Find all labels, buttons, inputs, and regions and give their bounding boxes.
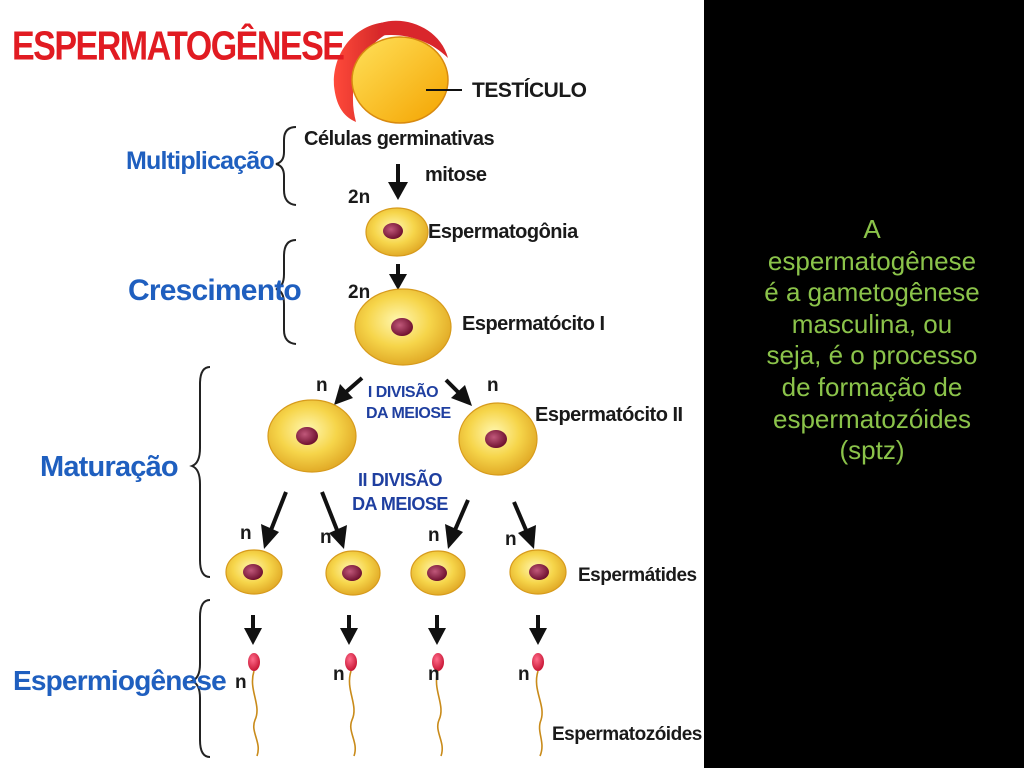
second-division-line1: II DIVISÃO (357, 470, 443, 490)
multiplication-brace (275, 126, 297, 206)
arrow-growth (389, 264, 407, 290)
first-division-line1: I DIVISÃO (367, 384, 439, 401)
primary-spermatocyte-cell (354, 288, 452, 366)
spermatozoon-1 (248, 653, 260, 757)
ploidy-spermatocyte-1: 2n (348, 282, 371, 303)
arrow-meiosis2-d (512, 501, 536, 549)
spermatogonium-label: Espermatogônia (428, 221, 578, 243)
first-division-line2: DA MEIOSE (366, 405, 451, 422)
arrow-meiosis2-b (320, 491, 347, 549)
spermatids-label: Espermátides (578, 565, 697, 586)
spermatid-cell-2 (325, 550, 381, 596)
arrow-spermiogenesis-1 (244, 615, 262, 645)
growth-brace (275, 239, 297, 345)
stage-maturation: Maturação (40, 451, 179, 483)
spermatozoon-3 (432, 653, 444, 757)
arrow-meiosis1-right (444, 378, 472, 406)
ploidy-spermatid-4: n (505, 529, 517, 550)
spermatozoon-4 (532, 653, 544, 757)
second-division-line2: DA MEIOSE (352, 494, 448, 514)
diagram-title: ESPERMATOGÊNESE (12, 23, 345, 70)
arrow-meiosis2-c (445, 499, 470, 549)
ploidy-spermatogonium: 2n (348, 187, 371, 208)
ploidy-spermatid-2: n (320, 527, 332, 548)
testis-label: TESTÍCULO (472, 79, 587, 102)
spermatid-cell-3 (410, 550, 466, 596)
ploidy-spermatozoon-3: n (428, 664, 440, 685)
primary-spermatocyte-label: Espermatócito I (462, 313, 605, 335)
secondary-spermatocyte-label: Espermatócito II (535, 404, 683, 426)
secondary-spermatocyte-cell-left (267, 399, 357, 473)
spermatozoon-2 (345, 653, 357, 757)
definition-text: A espermatogênese é a gametogênese mascu… (764, 214, 980, 466)
stage-growth: Crescimento (128, 274, 302, 307)
arrow-spermiogenesis-2 (340, 615, 358, 645)
ploidy-spermatozoon-1: n (235, 672, 247, 693)
mitosis-label: mitose (425, 164, 487, 186)
arrow-meiosis1-left (334, 376, 364, 405)
ploidy-spermatocyte-2-left: n (316, 375, 328, 396)
ploidy-spermatid-1: n (240, 523, 252, 544)
arrow-spermiogenesis-4 (529, 615, 547, 645)
diagram-graphics (189, 20, 567, 758)
spermatogenesis-diagram: ESPERMATOGÊNESE TESTÍCULO Células germin… (0, 0, 704, 768)
ploidy-spermatozoon-2: n (333, 664, 345, 685)
spermatid-cell-1 (225, 549, 283, 595)
arrow-spermiogenesis-3 (428, 615, 446, 645)
ploidy-spermatocyte-2-right: n (487, 375, 499, 396)
secondary-spermatocyte-cell-right (458, 402, 538, 476)
maturation-brace (189, 366, 211, 578)
arrows (244, 164, 547, 645)
stage-multiplication: Multiplicação (126, 147, 275, 175)
testis-icon (333, 20, 462, 124)
spermatogonium-cell (365, 207, 429, 257)
arrow-mitosis (388, 164, 408, 200)
arrow-meiosis2-a (261, 491, 288, 549)
second-meiotic-division-label: II DIVISÃO DA MEIOSE (344, 468, 456, 516)
first-meiotic-division-label: I DIVISÃO DA MEIOSE (366, 382, 451, 424)
ploidy-spermatozoon-4: n (518, 664, 530, 685)
spermatid-cell-4 (509, 549, 567, 595)
spermatozoa-label: Espermatozóides (552, 724, 702, 745)
stage-spermiogenesis: Espermiogênese (13, 665, 227, 696)
spermiogenesis-brace (189, 599, 211, 758)
ploidy-spermatid-3: n (428, 525, 440, 546)
germ-cells-label: Células germinativas (304, 128, 495, 150)
